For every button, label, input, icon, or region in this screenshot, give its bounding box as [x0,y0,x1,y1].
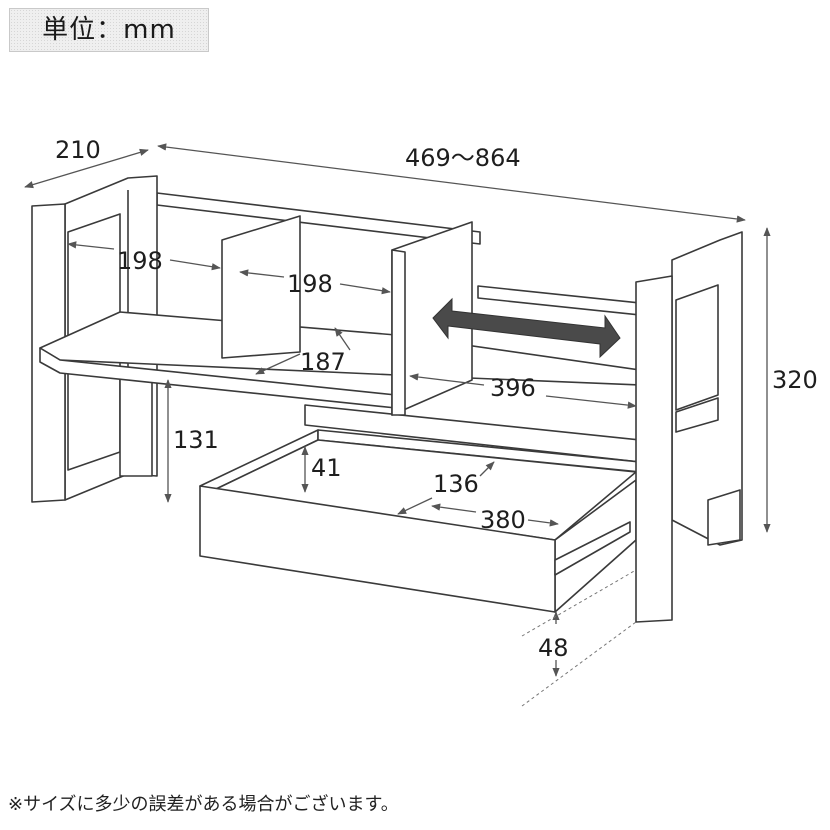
double-arrow-icon [432,297,621,359]
width-label: 469〜864 [405,144,521,172]
drawer-inner-width-label: 380 [480,506,526,534]
divider-right-front [391,249,406,416]
drawer-inner-height-label: 41 [311,454,342,482]
drawer-front-height-label: 48 [538,634,569,662]
leg-height-label: 131 [173,426,219,454]
divider-left [221,215,301,359]
extension-lines [521,569,637,707]
right-side-opening [675,284,719,411]
right-front-panel [635,275,673,623]
middle-inner-width-label: 198 [287,270,333,298]
drawer-inner-depth-label: 136 [433,470,479,498]
drawer-rail [554,521,631,576]
shelf-depth-label: 187 [300,348,346,376]
tolerance-note: ※サイズに多少の誤差がある場合がございます。 [8,794,399,815]
right-inner-width-label: 396 [490,374,536,402]
left-leg-back [119,377,153,477]
left-inner-width-label: 198 [117,247,163,275]
height-label: 320 [772,366,818,394]
dimension-labels: 210 469〜864 320 198 198 187 396 131 41 1… [55,136,818,662]
unit-label: 単位：mm [9,8,209,52]
back-rail-right [477,285,641,316]
right-leg [707,489,741,546]
shelf-drawing [31,175,743,623]
depth-label: 210 [55,136,101,164]
dimension-lines [24,143,771,677]
right-side-brace [675,397,719,433]
